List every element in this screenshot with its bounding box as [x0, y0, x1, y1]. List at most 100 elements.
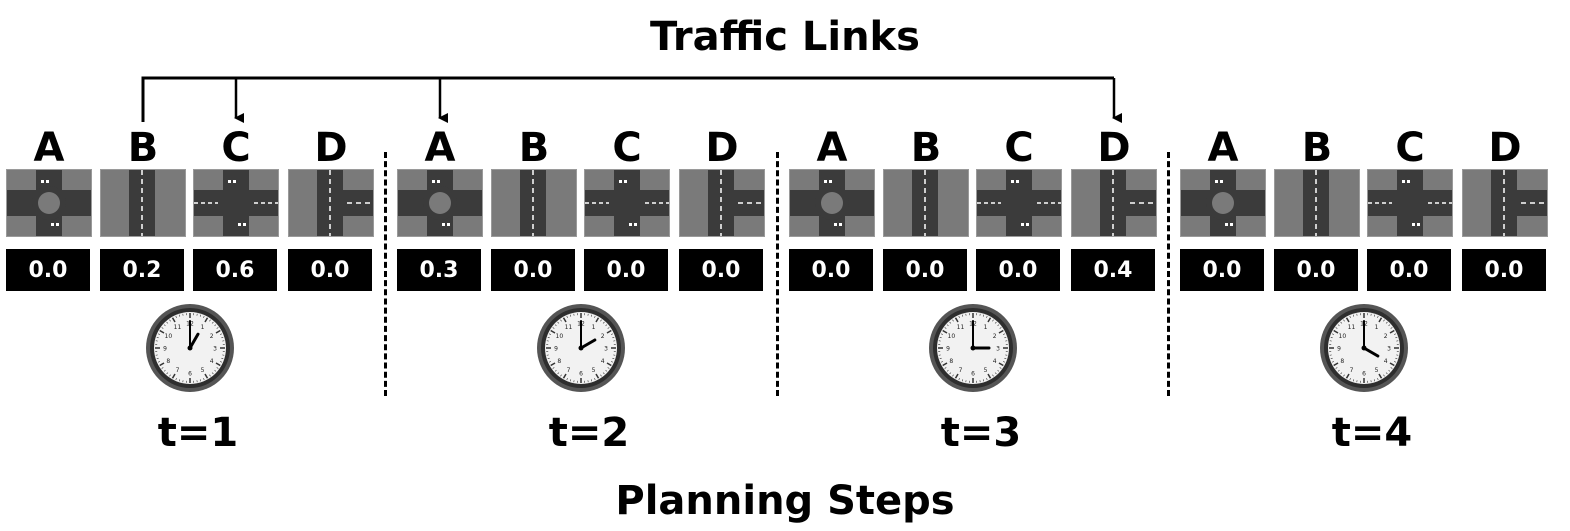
- svg-text:8: 8: [557, 358, 561, 365]
- link-value: 0.0: [491, 249, 575, 291]
- svg-text:5: 5: [984, 367, 988, 374]
- svg-text:9: 9: [946, 346, 950, 353]
- svg-text:11: 11: [957, 324, 965, 331]
- svg-text:7: 7: [1350, 367, 1354, 374]
- road-icon: [884, 170, 968, 236]
- link-name: B: [518, 125, 550, 171]
- svg-text:2: 2: [210, 333, 214, 340]
- svg-text:10: 10: [1339, 333, 1347, 340]
- traffic-links-connector: [141, 76, 1122, 123]
- svg-text:4: 4: [210, 358, 214, 365]
- roundabout-icon: [7, 170, 91, 236]
- link-name: D: [1097, 125, 1131, 171]
- svg-text:8: 8: [1340, 358, 1344, 365]
- svg-text:6: 6: [188, 371, 192, 378]
- svg-text:9: 9: [163, 346, 167, 353]
- t-junction-icon: [289, 170, 373, 236]
- link-name: B: [127, 125, 159, 171]
- link-tile: [584, 169, 670, 237]
- link-tile: [193, 169, 279, 237]
- svg-text:10: 10: [948, 333, 956, 340]
- time-step-label: t=3: [940, 410, 1022, 456]
- link-name: B: [910, 125, 942, 171]
- link-tile: [491, 169, 577, 237]
- svg-text:11: 11: [174, 324, 182, 331]
- t-junction-icon: [1072, 170, 1156, 236]
- svg-text:4: 4: [601, 358, 605, 365]
- link-value: 0.0: [789, 249, 873, 291]
- intersection-icon: [585, 170, 669, 236]
- axis-label: Planning Steps: [615, 478, 955, 524]
- road-icon: [492, 170, 576, 236]
- svg-text:5: 5: [1375, 367, 1379, 374]
- link-tile: [288, 169, 374, 237]
- link-value: 0.0: [1274, 249, 1358, 291]
- svg-text:10: 10: [165, 333, 173, 340]
- svg-text:8: 8: [166, 358, 170, 365]
- link-name: C: [1395, 125, 1425, 171]
- link-name: D: [705, 125, 739, 171]
- link-tile: [6, 169, 92, 237]
- svg-text:7: 7: [959, 367, 963, 374]
- svg-text:3: 3: [996, 346, 1000, 353]
- svg-text:1: 1: [984, 324, 988, 331]
- clock-icon: 123456789101112: [1319, 303, 1409, 393]
- t-junction-icon: [1463, 170, 1547, 236]
- svg-text:6: 6: [1362, 371, 1366, 378]
- link-tile: [976, 169, 1062, 237]
- link-value: 0.0: [1367, 249, 1451, 291]
- link-name: A: [1207, 125, 1239, 171]
- intersection-icon: [194, 170, 278, 236]
- svg-text:10: 10: [556, 333, 564, 340]
- svg-text:11: 11: [565, 324, 573, 331]
- svg-text:4: 4: [1384, 358, 1388, 365]
- link-value: 0.0: [288, 249, 372, 291]
- link-name: C: [1004, 125, 1034, 171]
- intersection-icon: [1368, 170, 1452, 236]
- link-tile: [397, 169, 483, 237]
- svg-text:2: 2: [601, 333, 605, 340]
- link-value: 0.0: [976, 249, 1060, 291]
- link-value: 0.6: [193, 249, 277, 291]
- link-value: 0.0: [679, 249, 763, 291]
- link-tile: [1367, 169, 1453, 237]
- svg-text:6: 6: [579, 371, 583, 378]
- roundabout-icon: [790, 170, 874, 236]
- link-tile: [1462, 169, 1548, 237]
- svg-text:1: 1: [1375, 324, 1379, 331]
- roundabout-icon: [1181, 170, 1265, 236]
- diagram-title: Traffic Links: [650, 14, 920, 60]
- svg-text:1: 1: [201, 324, 205, 331]
- step-divider: [384, 152, 387, 396]
- svg-text:3: 3: [1387, 346, 1391, 353]
- svg-text:5: 5: [201, 367, 205, 374]
- svg-text:5: 5: [592, 367, 596, 374]
- svg-text:3: 3: [604, 346, 608, 353]
- svg-text:1: 1: [592, 324, 596, 331]
- link-value: 0.0: [1180, 249, 1264, 291]
- road-icon: [1275, 170, 1359, 236]
- svg-text:7: 7: [567, 367, 571, 374]
- time-step-label: t=4: [1331, 410, 1413, 456]
- link-value: 0.0: [6, 249, 90, 291]
- svg-text:2: 2: [993, 333, 997, 340]
- link-value: 0.3: [397, 249, 481, 291]
- link-tile: [100, 169, 186, 237]
- roundabout-icon: [398, 170, 482, 236]
- link-value: 0.0: [883, 249, 967, 291]
- link-value: 0.4: [1071, 249, 1155, 291]
- svg-text:6: 6: [971, 371, 975, 378]
- link-tile: [789, 169, 875, 237]
- svg-text:11: 11: [1348, 324, 1356, 331]
- svg-text:3: 3: [213, 346, 217, 353]
- link-name: C: [221, 125, 251, 171]
- clock-icon: 123456789101112: [536, 303, 626, 393]
- link-tile: [1071, 169, 1157, 237]
- svg-text:7: 7: [176, 367, 180, 374]
- link-tile: [1180, 169, 1266, 237]
- road-icon: [101, 170, 185, 236]
- link-name: C: [612, 125, 642, 171]
- svg-text:9: 9: [1337, 346, 1341, 353]
- link-value: 0.0: [584, 249, 668, 291]
- link-tile: [883, 169, 969, 237]
